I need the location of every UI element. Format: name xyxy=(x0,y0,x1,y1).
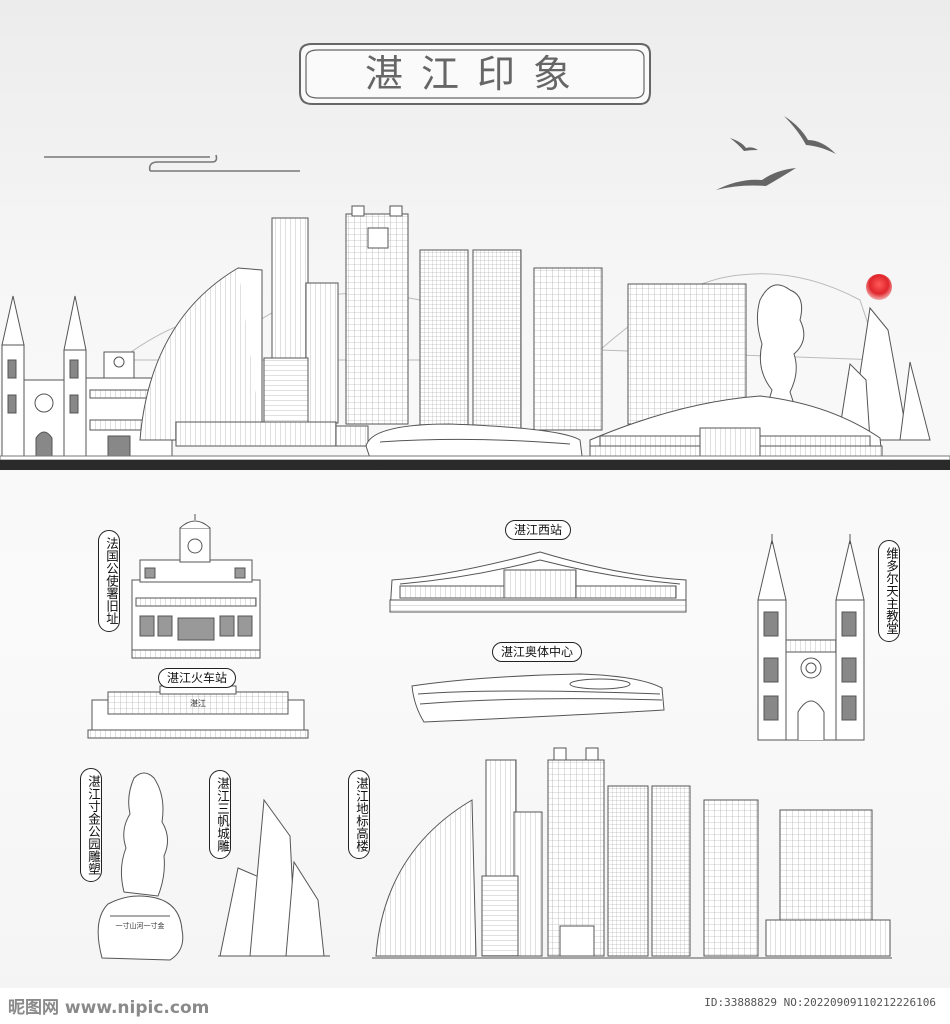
watermark-left: 昵图网 www.nipic.com xyxy=(8,998,210,1018)
label-west-station: 湛江西站 xyxy=(505,520,572,540)
landmark-towers-drawing xyxy=(372,747,892,959)
red-sun xyxy=(866,274,892,300)
top-church xyxy=(1,295,87,461)
footer-strip xyxy=(0,988,950,1024)
cloud-ornament xyxy=(44,154,300,172)
top-statue xyxy=(756,284,805,411)
title-frame xyxy=(299,43,651,105)
french-office-drawing xyxy=(131,514,261,659)
label-french-office: 法国公使署旧址 xyxy=(98,530,120,632)
top-sail-tower xyxy=(139,267,263,441)
label-sanfan: 湛江三帆城雕 xyxy=(209,770,231,859)
birds xyxy=(716,116,836,190)
railway-sign: 湛江 xyxy=(190,699,206,708)
top-stadium xyxy=(365,423,583,459)
top-central-tower xyxy=(345,205,409,425)
artwork-canvas: 湛江 一寸山河一寸金 xyxy=(0,43,950,961)
statue-base-text: 一寸山河一寸金 xyxy=(116,921,165,930)
olympic-center-drawing xyxy=(411,673,665,723)
cunjin-statue-drawing: 一寸山河一寸金 xyxy=(97,772,184,961)
label-cunjin-park: 湛江寸金公园雕塑 xyxy=(80,768,102,882)
railway-station-drawing: 湛江 xyxy=(87,685,309,739)
sanfan-drawing xyxy=(218,798,330,957)
label-victoria-church: 维多尔天主教堂 xyxy=(878,540,900,642)
ground-bar xyxy=(0,460,950,470)
victoria-church-drawing xyxy=(757,534,865,741)
watermark-right: ID:33888829 NO:20220909110212226106 xyxy=(704,996,936,1009)
top-skyline xyxy=(0,205,950,461)
label-railway-station: 湛江火车站 xyxy=(158,668,237,688)
page-title: 湛江印象 xyxy=(364,52,589,96)
west-station-drawing xyxy=(389,551,687,613)
label-olympic-center: 湛江奥体中心 xyxy=(492,642,583,662)
label-landmark: 湛江地标高楼 xyxy=(348,770,370,859)
